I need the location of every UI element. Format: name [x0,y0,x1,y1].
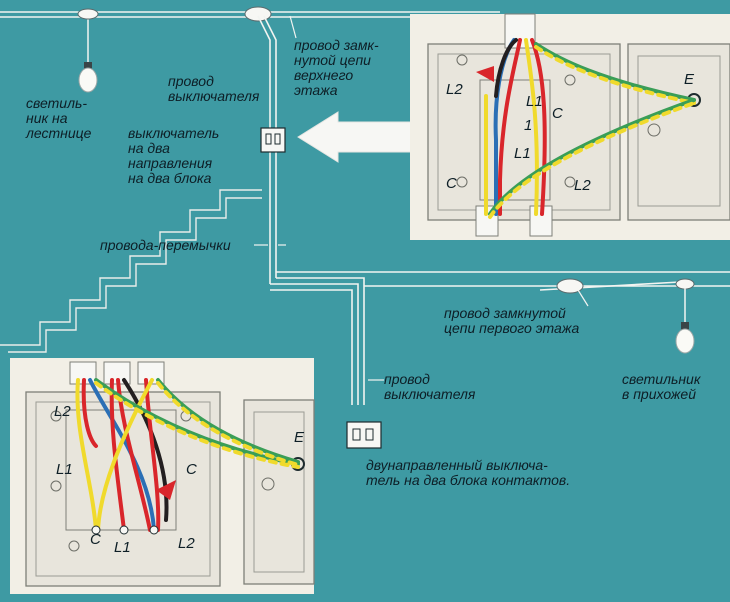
bottom-terminal-earth: E [294,429,305,446]
top-terminal-l2-a: L2 [446,81,463,98]
switch-bottom-label: двунаправленный выключа- тель на два бло… [366,457,571,488]
bottom-terminal-l1: L1 [56,461,73,478]
switch-wire-bottom-label: провод выключателя [384,371,476,402]
bottom-terminal-c-b: C [90,531,101,548]
switch-top-label: выключатель на два направления на два бл… [128,125,220,186]
top-detail-panel [410,13,730,240]
hall-lamp [675,278,695,354]
stair-lamp-label: светиль- ник на лестнице [26,95,92,141]
bottom-terminal-c-a: C [186,461,197,478]
callout-arrow [297,111,413,163]
leader-lines [254,15,589,381]
top-terminal-c-a: C [552,105,563,122]
top-terminal-c-b: C [446,175,457,192]
top-terminal-l1-a: L1 [526,93,543,110]
staircase [0,189,262,353]
bottom-terminal-l2: L2 [54,403,71,420]
first-floor-loop-wire [364,281,730,291]
top-terminal-l2-b: L2 [574,177,591,194]
switch-wire-top-label: провод выключателя [168,73,260,104]
switch-box-top [260,127,286,153]
top-terminal-l1-b: L1 [514,145,531,162]
top-terminal-one: 1 [524,117,533,134]
bottom-terminal-l2-b: L2 [178,535,195,552]
stair-lamp [77,8,99,93]
switch-drop-wire [257,15,730,405]
bottom-detail-panel [10,358,315,594]
ceiling-rose-top [244,6,272,22]
first-floor-loop-wire-label: провод замкнутой цепи первого этажа [444,305,580,336]
bottom-terminal-l1-b: L1 [114,539,131,556]
top-terminal-earth: E [684,71,695,88]
upper-floor-loop-wire-label: провод замк- нутой цепи верхнего этажа [294,37,379,98]
ceiling-rose-bottom [556,278,584,294]
switch-box-bottom [346,421,382,449]
jumper-wires-label: провода-перемычки [100,237,231,253]
hall-lamp-label: светильник в прихожей [622,371,701,402]
